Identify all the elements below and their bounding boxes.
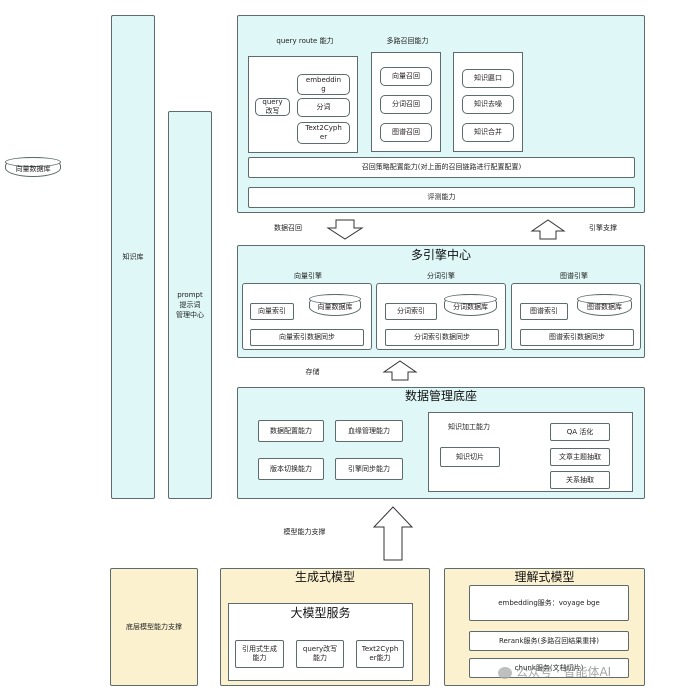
strategy-config-bar: 召回策略配置能力(对上面的召回链路进行配置配置) [248,157,635,178]
query-route-label: query route 能力 [276,37,334,45]
knowledge-base-label: 知识库 [122,253,144,261]
data-config-box: 数据配置能力 [258,420,324,442]
vector-db-label: 向量数据库 [15,164,51,173]
engine-sync-box: 图谱索引数据同步 [520,329,634,346]
watermark-text: 公众号 · 智能体AI [516,665,612,679]
graph-recall-box: 图谱召回 [380,123,432,142]
embedding-box: embeddin g [297,74,350,95]
engine-db-cylinder: 分词数据库 [444,294,497,316]
kb-gate-box: 知识匾口 [462,69,514,88]
engine-sync-box: 向量索引数据同步 [250,329,364,346]
engine-label: 图谱引擎 [560,272,588,280]
lineage-mgmt-box: 血缘管理能力 [335,420,403,442]
data-mgmt-title: 数据管理底座 [404,389,477,403]
engine-db-label: 向量数据库 [317,302,353,311]
engine-db-label: 图谱数据库 [587,302,622,311]
engine-center-title: 多引擎中心 [410,248,471,262]
storage-label: 存储 [305,368,320,376]
embedding-service-box: embedding服务：voyage bge [469,585,629,621]
down-arrow-icon [326,219,364,240]
up-arrow-icon [382,360,418,381]
query-rewrite-box: query 改写 [255,98,290,116]
llm-service-title: 大模型服务 [290,606,351,620]
kb-merge-box: 知识合并 [462,123,514,142]
text2cypher-cap-box: Text2Cyph er能力 [356,640,404,668]
knowledge-slicing-box: 知识切片 [440,447,500,467]
engine-db-cylinder: 向量数据库 [309,294,361,316]
vector-recall-box: 向量召回 [380,67,432,86]
understanding-model-title: 理解式模型 [514,570,575,584]
big-up-arrow-icon [372,506,414,561]
engine-label: 分词引擎 [427,272,455,280]
watermark: 公众号 · 智能体AI [498,663,688,683]
knowledge-processing-label: 知识加工能力 [448,423,490,431]
engine-index-box: 分词索引 [385,303,437,320]
model-support-label: 模型能力支撑 [283,528,326,536]
segmentation-box: 分词 [297,98,350,117]
engine-index-box: 向量索引 [250,303,294,320]
engine-sync-box: 分词索引数据同步 [385,329,499,346]
base-support-panel: 底层模型能力支撑 [110,568,198,686]
engine-db-cylinder: 图谱数据库 [577,294,632,316]
prompt-center-panel: prompt 提示词 管理中心 [168,111,212,499]
engine-label: 向量引擎 [294,272,322,280]
topic-extraction-box: 文章主题抽取 [550,448,610,466]
base-support-label: 底层模型能力支撑 [126,623,182,631]
kb-dedup-box: 知识去噪 [462,95,514,114]
rerank-service-box: Rerank服务(多路召回结果重排) [469,631,629,651]
prompt-center-label: prompt 提示词 管理中心 [176,291,204,319]
citation-generation-box: 引用式生成 能力 [235,640,284,668]
relation-extraction-box: 关系抽取 [550,471,610,489]
evaluation-bar: 评测能力 [248,187,635,208]
vector-db-cylinder: 向量数据库 [5,157,61,177]
multi-recall-label: 多路召回能力 [386,37,429,45]
data-recall-label: 数据召回 [274,224,302,232]
qa-activation-box: QA 活化 [550,423,610,441]
engine-support-label: 引擎支撑 [589,224,617,232]
engine-sync-cap-box: 引擎同步能力 [335,458,403,480]
engine-index-box: 图谱索引 [520,303,568,320]
query-rewrite-cap-box: query改写 能力 [296,640,344,668]
up-arrow-icon [530,219,566,240]
version-switch-box: 版本切换能力 [258,458,324,480]
engine-db-label: 分词数据库 [453,302,488,311]
wechat-icon [498,666,512,679]
knowledge-base-panel: 知识库 [111,15,155,499]
text2cypher-box: Text2Cyph er [297,122,350,144]
generative-model-title: 生成式模型 [294,570,355,584]
seg-recall-box: 分词召回 [380,95,432,114]
